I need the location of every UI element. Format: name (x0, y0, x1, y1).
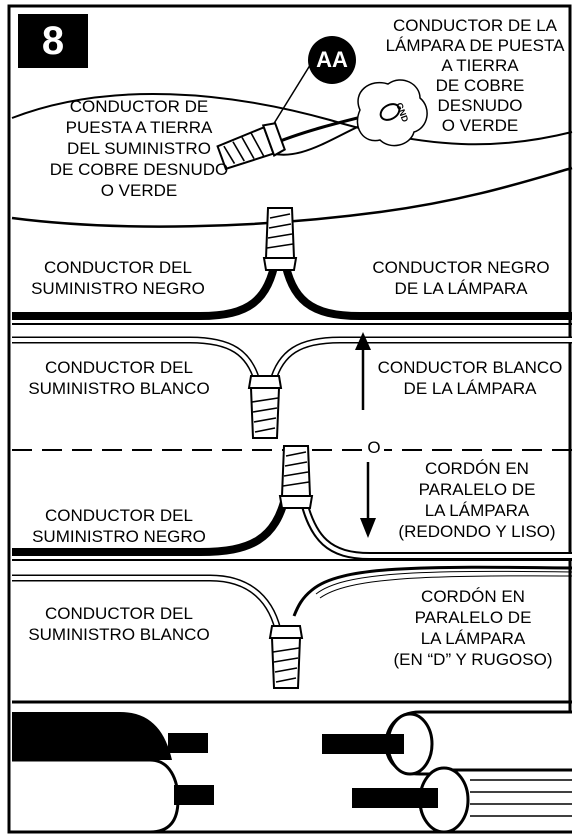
outer-frame (7, 4, 572, 834)
black-wire-nut (263, 207, 297, 271)
cord-wire-nut (279, 445, 313, 509)
supply-white-label: CONDUCTOR DEL SUMINISTRO BLANCO (14, 357, 224, 399)
label-line: O VERDE (441, 116, 519, 135)
fixture-ribbed-cord (292, 565, 573, 617)
fixture-black-wire (280, 257, 572, 320)
label-line: CONDUCTOR BLANCO (377, 358, 563, 377)
round-cord-conductor-bottom (174, 785, 214, 805)
label-line: SUMINISTRO NEGRO (32, 527, 206, 546)
arrow-head-up (355, 332, 371, 350)
label-line: DESNUDO (437, 96, 523, 115)
ground-screw: GND (356, 79, 428, 147)
supply-ground-label: CONDUCTOR DE PUESTA A TIERRA DEL SUMINIS… (34, 96, 244, 201)
label-line: DE LA LÁMPARA (403, 379, 537, 398)
label-line: SUMINISTRO BLANCO (28, 379, 210, 398)
label-line: SUMINISTRO BLANCO (28, 625, 210, 644)
fixture-ground-label: CONDUCTOR DE LA LÁMPARA DE PUESTA A TIER… (380, 16, 570, 136)
ribbed-cord-label: CORDÓN EN PARALELO DE LA LÁMPARA (EN “D”… (376, 586, 570, 670)
label-line: DE LA LÁMPARA (394, 279, 528, 298)
supply-white-label-2: CONDUCTOR DEL SUMINISTRO BLANCO (14, 603, 224, 645)
box-bottom-curve (11, 166, 573, 228)
label-line: (EN “D” Y RUGOSO) (393, 650, 553, 669)
label-line: PUESTA A TIERRA (65, 118, 213, 137)
label-line: CONDUCTOR DE (69, 97, 209, 116)
label-line: DE COBRE (435, 76, 525, 95)
label-line: PARALELO DE (418, 480, 536, 499)
step-number-badge: 8 (18, 14, 88, 68)
supply-black-label: CONDUCTOR DEL SUMINISTRO NEGRO (18, 257, 218, 299)
supply-black-label-2: CONDUCTOR DEL SUMINISTRO NEGRO (14, 505, 224, 547)
label-line: CONDUCTOR NEGRO (372, 258, 550, 277)
label-line: CONDUCTOR DEL (45, 604, 193, 623)
label-line: CONDUCTOR DEL (45, 358, 193, 377)
white-wire-nut (248, 375, 282, 439)
label-line: LA LÁMPARA (420, 629, 526, 648)
label-line: DE COBRE DESNUDO (49, 160, 229, 179)
label-line: PARALELO DE (414, 608, 532, 627)
label-line: DEL SUMINISTRO (67, 139, 211, 158)
ribbed-cord-conductor-top (322, 734, 404, 754)
label-line: O VERDE (100, 181, 178, 200)
label-line: CONDUCTOR DE LA (392, 16, 558, 35)
label-line: LA LÁMPARA (424, 501, 530, 520)
label-line: SUMINISTRO NEGRO (31, 279, 205, 298)
round-cord-label: CORDÓN EN PARALELO DE LA LÁMPARA (REDOND… (384, 458, 570, 542)
ribbed-cord-conductor-bottom (352, 788, 438, 808)
fixture-white-label: CONDUCTOR BLANCO DE LA LÁMPARA (372, 357, 568, 399)
label-line: CORDÓN EN (425, 459, 529, 478)
label-line: A TIERRA (441, 56, 519, 75)
fixture-black-label: CONDUCTOR NEGRO DE LA LÁMPARA (356, 257, 566, 299)
round-cord-black (12, 712, 172, 760)
aa-callout-badge: AA (308, 36, 356, 84)
supply-black-wire-2 (12, 493, 290, 556)
round-cord-conductor-top (168, 733, 208, 753)
label-line: CONDUCTOR DEL (45, 506, 193, 525)
label-line: LÁMPARA DE PUESTA (385, 36, 565, 55)
ceiling-box-edge (11, 93, 573, 146)
or-divider-label: O (364, 437, 384, 459)
round-cord-white (12, 758, 180, 834)
ribbed-wire-nut (269, 625, 303, 689)
label-line: CORDÓN EN (421, 587, 525, 606)
label-line: (REDONDO Y LISO) (398, 522, 556, 541)
arrow-head-down (360, 518, 376, 538)
label-line: CONDUCTOR DEL (44, 258, 192, 277)
supply-black-wire (12, 257, 280, 320)
